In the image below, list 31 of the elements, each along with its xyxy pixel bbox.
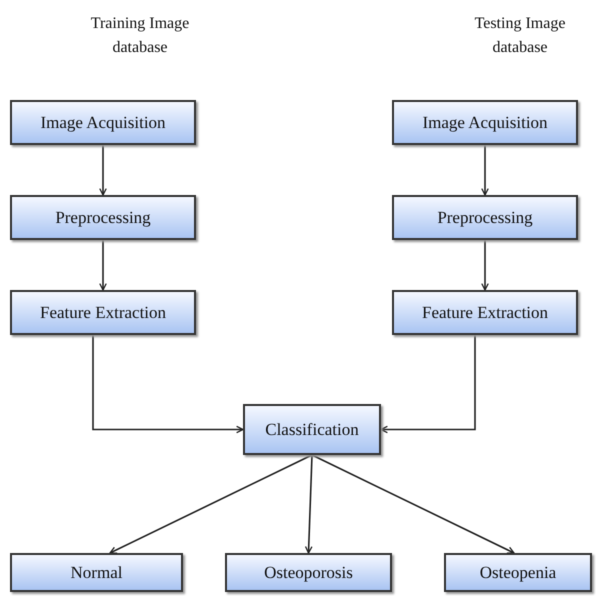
process-box	[10, 553, 183, 592]
arrow	[109, 454, 312, 554]
box-label: Feature Extraction	[40, 302, 166, 322]
box-label: Image Acquisition	[422, 112, 548, 132]
column-heading: Testing Image database	[474, 14, 566, 58]
process-box	[10, 100, 196, 145]
arrow	[481, 145, 489, 196]
box-label: Normal	[70, 562, 122, 582]
arrow	[92, 335, 244, 434]
arrow	[99, 145, 107, 196]
process-box	[243, 404, 381, 455]
column-heading: Training Image database	[90, 14, 190, 58]
process-box	[10, 195, 196, 240]
arrow	[380, 335, 476, 434]
process-box	[392, 195, 578, 240]
box-label: Classification	[265, 420, 359, 440]
box-label: Osteopenia	[480, 562, 556, 582]
process-box	[225, 553, 392, 592]
box-label: Preprocessing	[55, 208, 151, 228]
arrow	[304, 454, 313, 554]
box-label: Image Acquisition	[40, 112, 166, 132]
arrow	[481, 240, 489, 291]
box-label: Feature Extraction	[422, 302, 548, 322]
process-box	[392, 100, 578, 145]
process-box	[392, 290, 578, 335]
arrow	[99, 240, 107, 291]
process-box	[444, 553, 592, 592]
arrow	[312, 454, 515, 554]
box-label: Osteoporosis	[264, 562, 353, 582]
box-label: Preprocessing	[437, 208, 533, 228]
process-box	[10, 290, 196, 335]
